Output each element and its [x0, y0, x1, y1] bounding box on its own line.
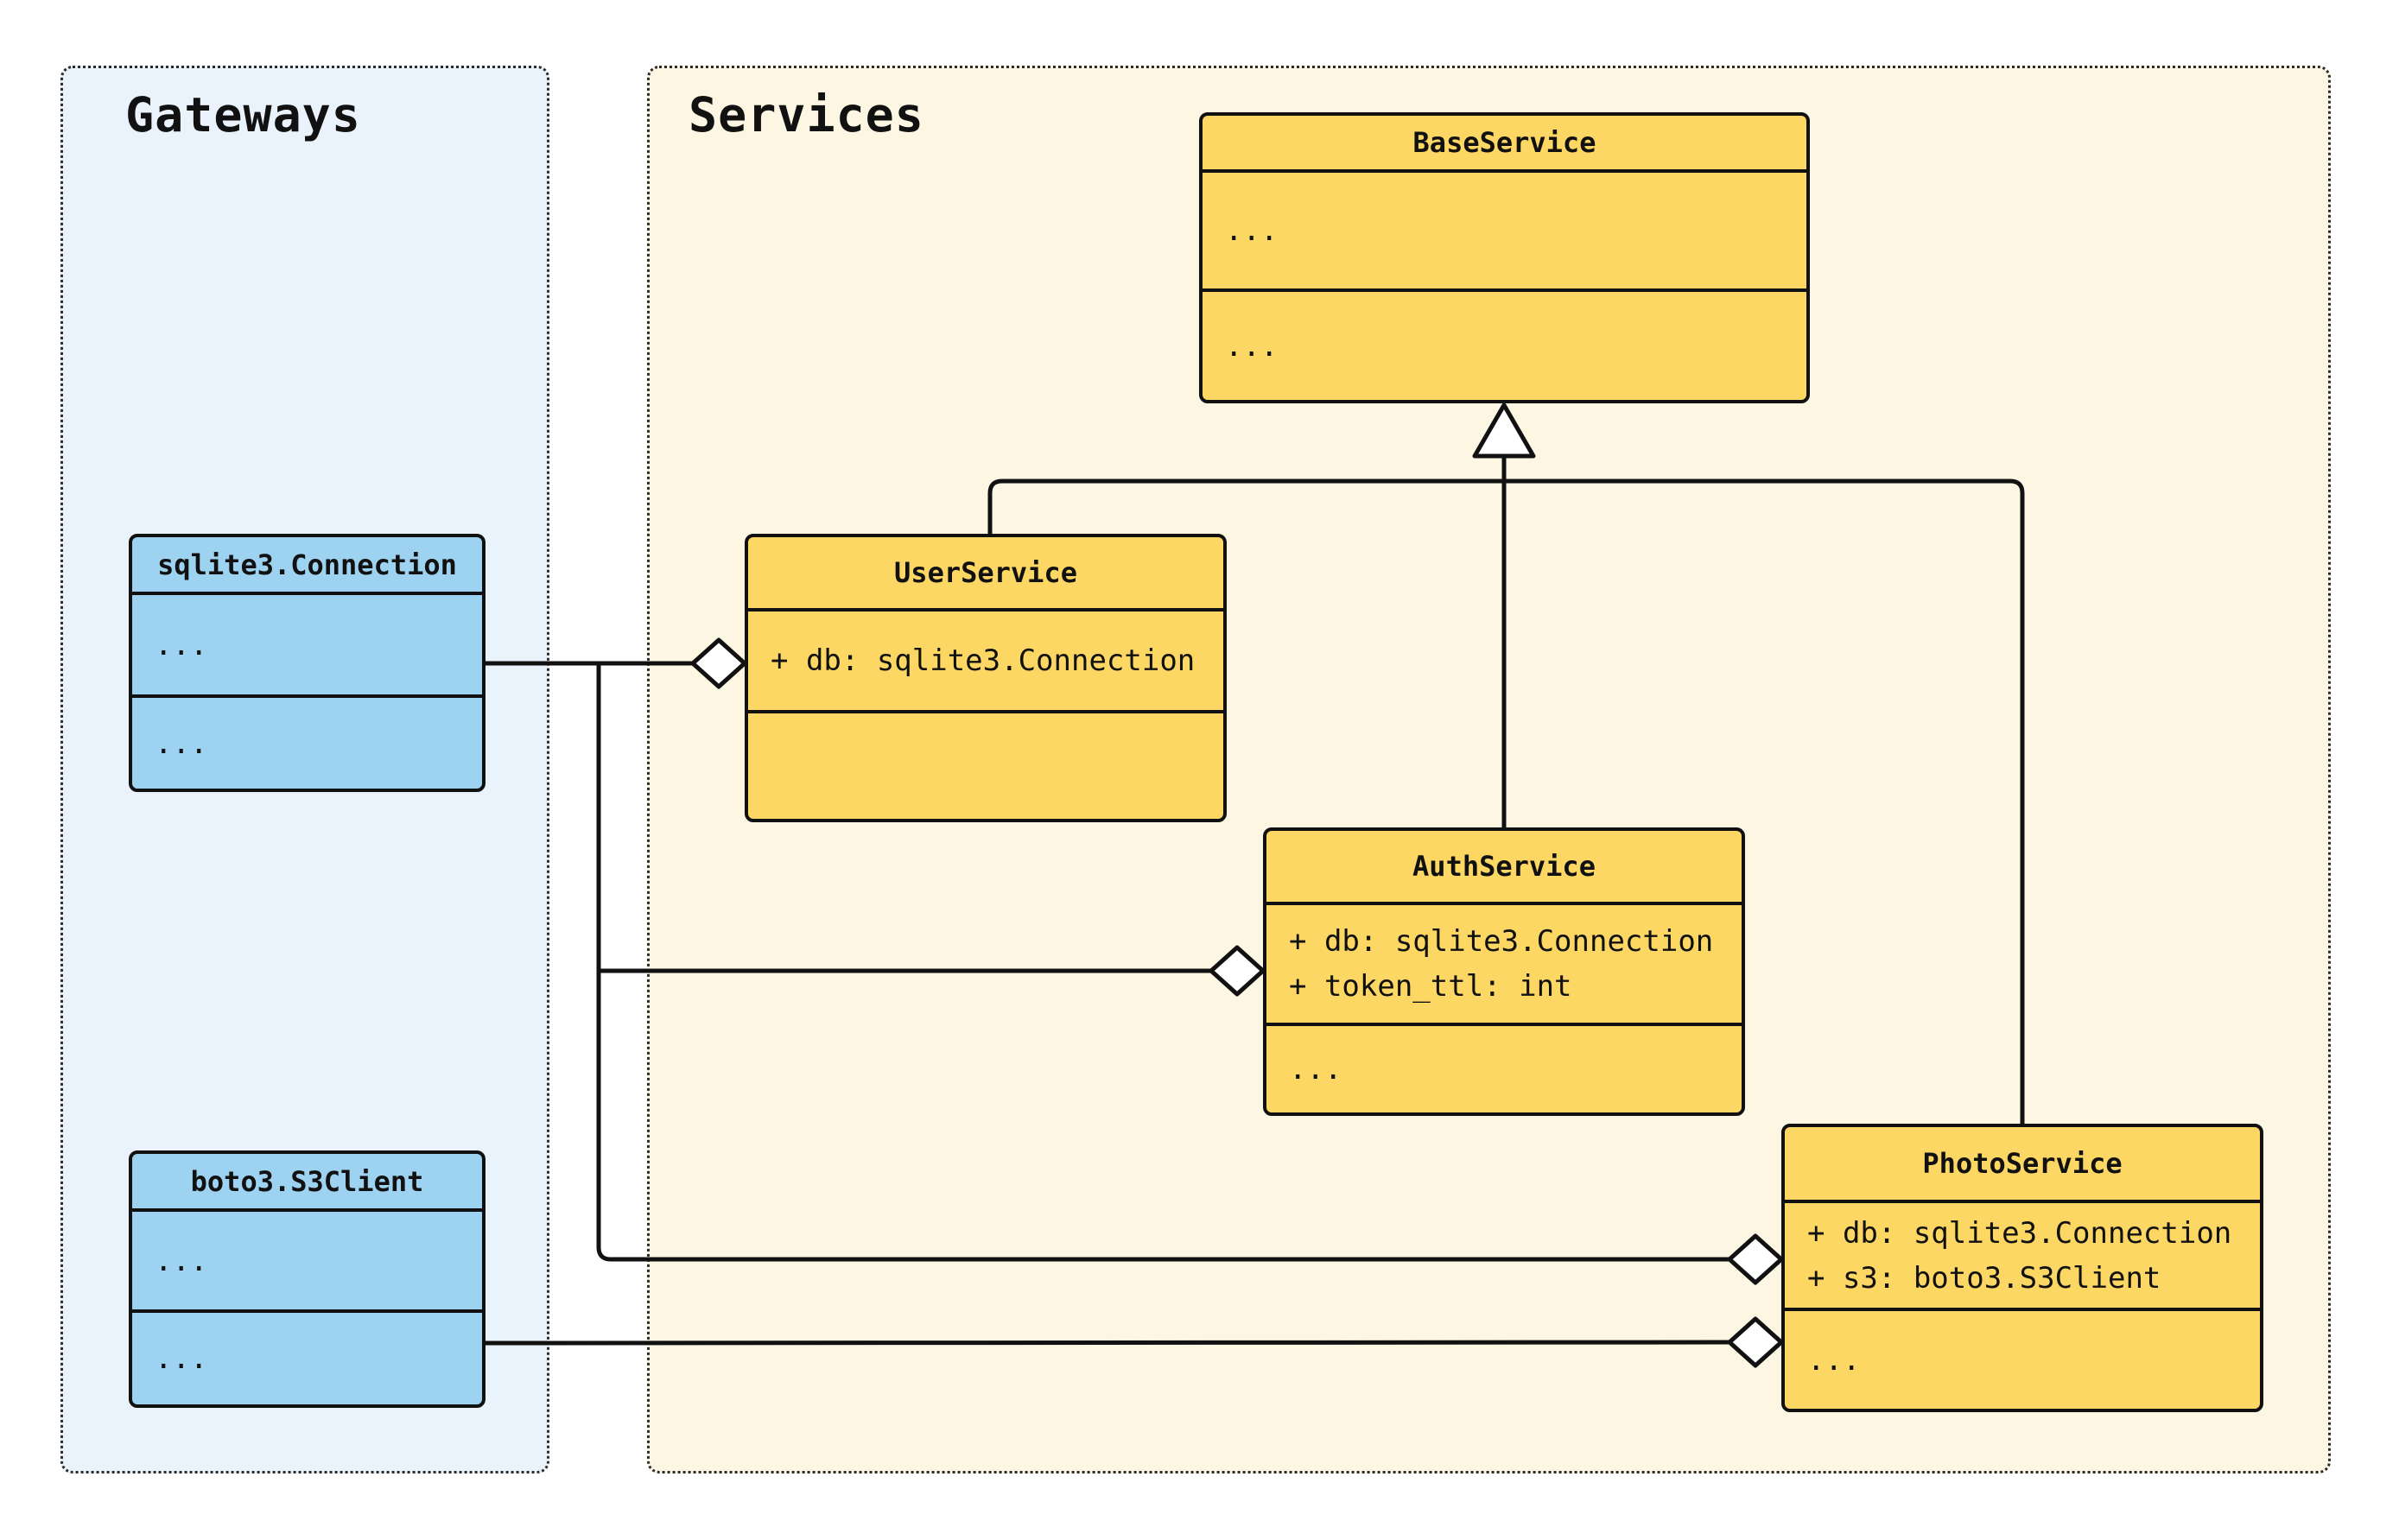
- aggregation-diamond-photoservice-db-icon: [1727, 1233, 1784, 1285]
- aggregation-diamond-photoservice-s3-icon: [1727, 1316, 1784, 1368]
- attribute-line: + s3: boto3.S3Client: [1807, 1260, 2161, 1296]
- services-group-title: Services: [689, 87, 924, 143]
- attribute-line: + db: sqlite3.Connection: [1289, 924, 1714, 959]
- attribute-line: ...: [1225, 213, 1279, 248]
- class-methods-section: ...: [1266, 1023, 1742, 1112]
- aggregation-diamond-authservice-icon: [1209, 945, 1266, 997]
- class-attributes-section: ...: [1203, 169, 1806, 288]
- attribute-line: + token_ttl: int: [1289, 969, 1572, 1004]
- gateways-group-title: Gateways: [125, 87, 361, 143]
- class-methods-section: [748, 710, 1223, 819]
- class-title: AuthService: [1412, 850, 1596, 883]
- class-attributes-section: + db: sqlite3.Connection + token_ttl: in…: [1266, 902, 1742, 1023]
- class-methods-section: ...: [132, 694, 482, 789]
- class-box-userservice: UserService + db: sqlite3.Connection: [745, 534, 1227, 822]
- method-line: ...: [1807, 1342, 1861, 1378]
- class-box-photoservice: PhotoService + db: sqlite3.Connection + …: [1781, 1124, 2263, 1412]
- class-box-sqlite3-connection: sqlite3.Connection ... ...: [129, 534, 486, 792]
- class-attributes-section: + db: sqlite3.Connection: [748, 608, 1223, 710]
- class-title: PhotoService: [1922, 1147, 2123, 1180]
- class-methods-section: ...: [132, 1309, 482, 1404]
- class-attributes-section: + db: sqlite3.Connection + s3: boto3.S3C…: [1785, 1200, 2260, 1308]
- inheritance-triangle-icon: [1472, 402, 1536, 459]
- class-box-baseservice: BaseService ... ...: [1199, 112, 1810, 403]
- class-attributes-section: ...: [132, 592, 482, 694]
- class-attributes-section: ...: [132, 1208, 482, 1309]
- class-title: BaseService: [1412, 126, 1596, 159]
- class-title: boto3.S3Client: [190, 1164, 424, 1198]
- attribute-line: ...: [155, 627, 208, 662]
- method-line: ...: [1225, 328, 1279, 364]
- class-methods-section: ...: [1203, 288, 1806, 400]
- method-line: ...: [1289, 1052, 1342, 1087]
- attribute-line: + db: sqlite3.Connection: [771, 643, 1196, 678]
- class-box-boto3-s3client: boto3.S3Client ... ...: [129, 1150, 486, 1408]
- method-line: ...: [155, 726, 208, 761]
- class-box-authservice: AuthService + db: sqlite3.Connection + t…: [1263, 827, 1745, 1116]
- inheritance-bus-line: [987, 478, 2025, 1124]
- aggregation-diamond-userservice-icon: [690, 637, 747, 689]
- class-title: UserService: [894, 556, 1077, 589]
- aggregation-sqlite-trunk-line: [596, 663, 1729, 1262]
- aggregation-boto3-to-photoservice-line: [485, 1340, 1730, 1346]
- class-methods-section: ...: [1785, 1308, 2260, 1409]
- method-line: ...: [155, 1341, 208, 1376]
- attribute-line: ...: [155, 1243, 208, 1278]
- class-title: sqlite3.Connection: [157, 548, 457, 581]
- attribute-line: + db: sqlite3.Connection: [1807, 1215, 2232, 1251]
